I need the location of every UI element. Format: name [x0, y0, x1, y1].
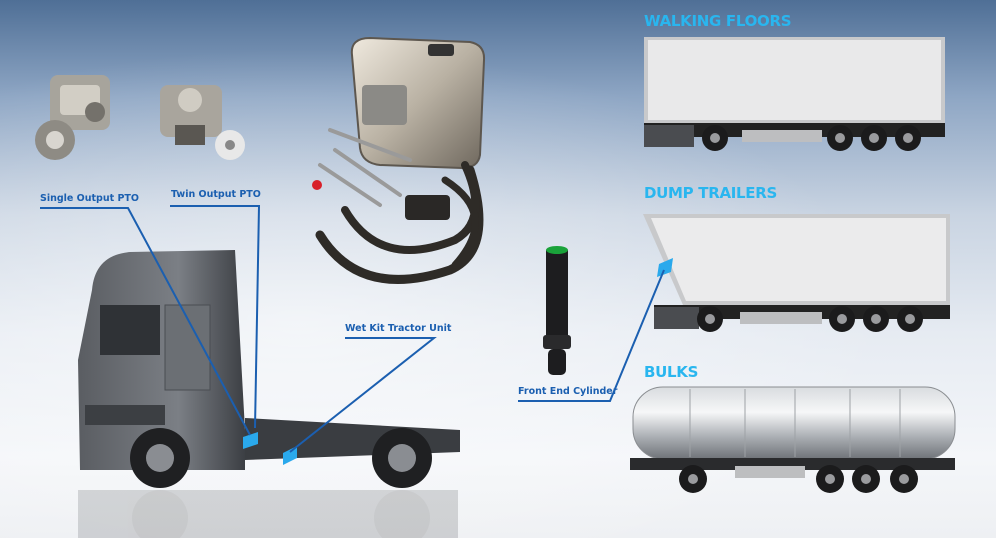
dump-trailers-heading: DUMP TRAILERS	[644, 184, 778, 202]
dump-trailer-marker	[657, 258, 673, 277]
twin-output-pto-label: Twin Output PTO	[171, 189, 261, 200]
walking-floor-trailer-image	[644, 37, 945, 151]
wet-kit-image	[312, 36, 486, 284]
single-pto-marker	[243, 432, 258, 449]
single-output-pto-image	[35, 75, 110, 160]
twin-output-pto-image	[160, 85, 245, 160]
walking-floors-heading: WALKING FLOORS	[644, 12, 792, 30]
bulk-tanker-image	[630, 386, 956, 493]
single-output-pto-label: Single Output PTO	[40, 193, 139, 204]
wet-kit-tractor-unit-label: Wet Kit Tractor Unit	[345, 323, 452, 334]
wet-kit-marker	[283, 446, 297, 465]
front-end-cylinder-image	[543, 246, 571, 375]
tractor-unit-image	[78, 250, 460, 538]
front-end-cylinder-label: Front End Cylinder	[518, 386, 618, 397]
dump-trailer-image	[643, 214, 950, 332]
bulks-heading: BULKS	[644, 363, 699, 381]
callout-lines	[40, 205, 665, 453]
